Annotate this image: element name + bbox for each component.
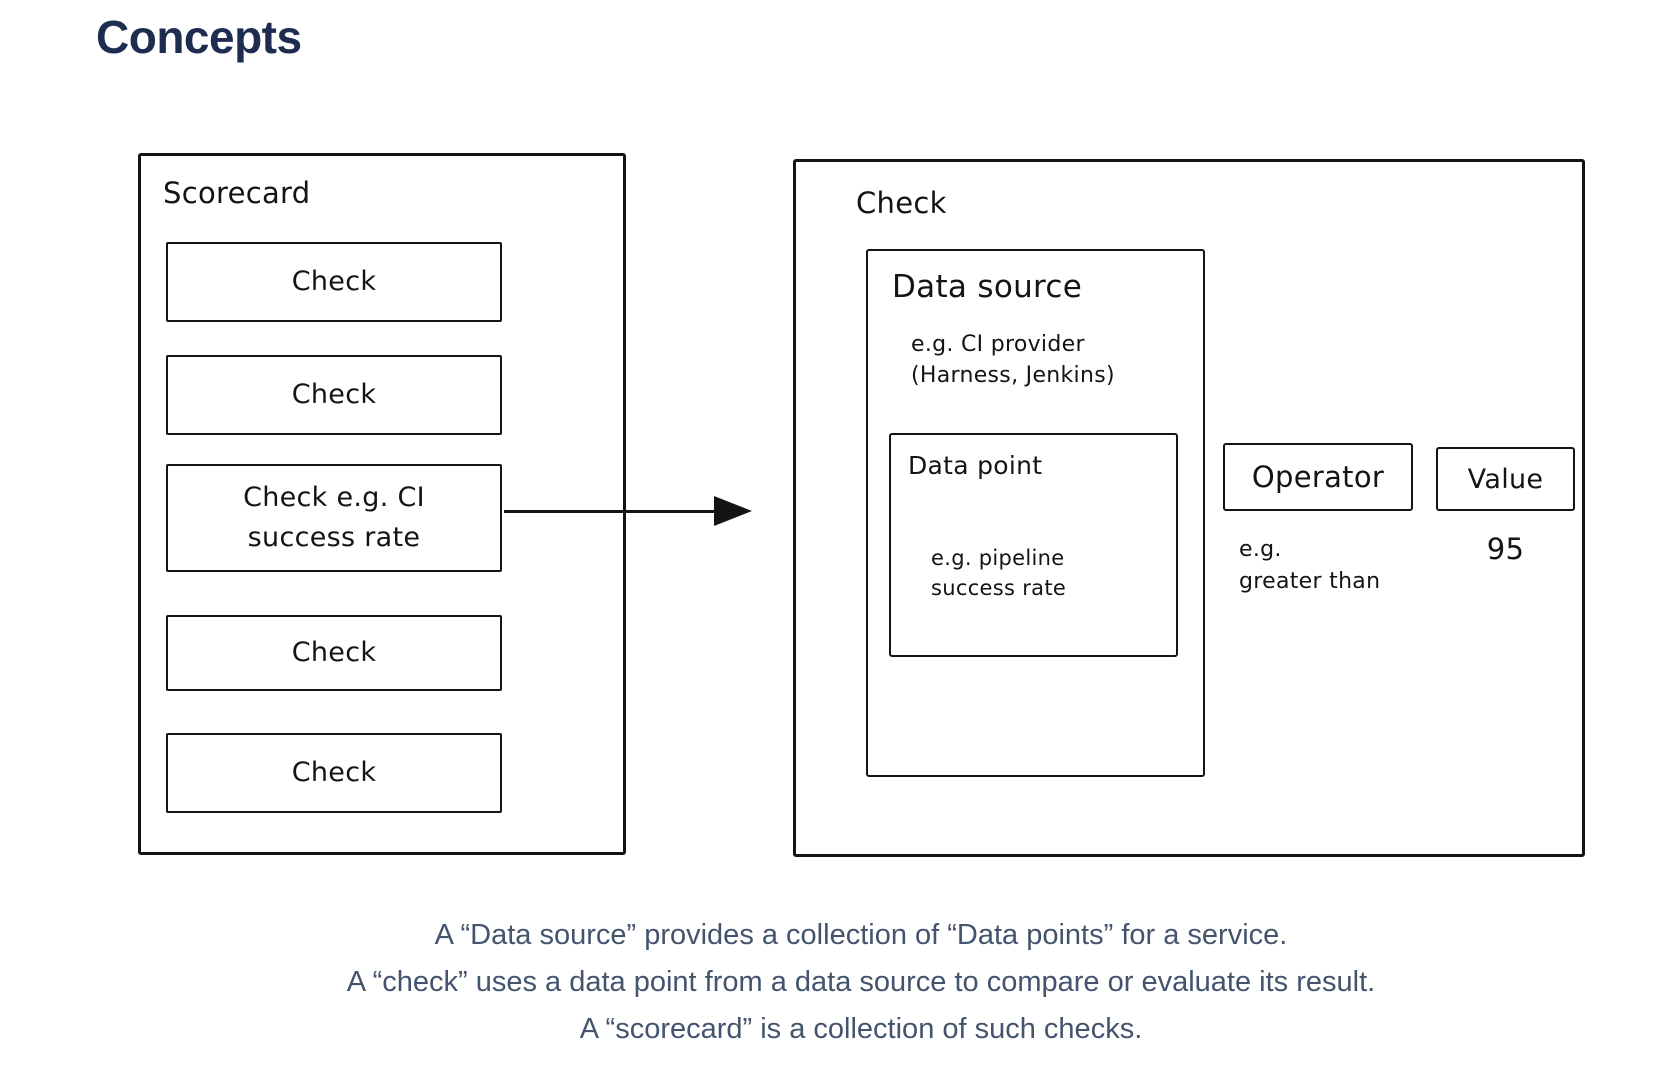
data-point-example: e.g. pipeline success rate — [931, 546, 1067, 600]
flow-arrow-head-icon — [714, 496, 752, 526]
check-item-label: Check — [291, 379, 377, 410]
value-label: Value — [1467, 463, 1544, 495]
caption-line: A “scorecard” is a collection of such ch… — [579, 1013, 1143, 1045]
data-source-example: e.g. CI provider (Harness, Jenkins) — [911, 332, 1115, 388]
check-item-ci-success-rate: Check e.g. CI success rate — [166, 464, 502, 572]
value-box: Value — [1436, 447, 1575, 511]
scorecard-box: Scorecard Check Check Check e.g. CI succ… — [138, 153, 626, 855]
data-point-label: Data point — [908, 451, 1043, 480]
operator-example: e.g. greater than — [1239, 537, 1381, 594]
data-source-box: Data source e.g. CI provider (Harness, J… — [866, 249, 1205, 777]
check-item: Check — [166, 615, 502, 691]
check-detail-box: Check Data source e.g. CI provider (Harn… — [793, 159, 1585, 857]
check-item: Check — [166, 242, 502, 322]
operator-label: Operator — [1251, 460, 1385, 494]
operator-box: Operator — [1223, 443, 1413, 511]
caption: A “Data source” provides a collection of… — [62, 912, 1660, 1053]
check-item-label: Check e.g. CI success rate — [243, 482, 425, 553]
check-item: Check — [166, 355, 502, 435]
check-item-label: Check — [291, 757, 377, 788]
data-source-label: Data source — [892, 269, 1083, 305]
data-point-box: Data point e.g. pipeline success rate — [889, 433, 1178, 657]
check-item: Check — [166, 733, 502, 813]
scorecard-label: Scorecard — [163, 176, 311, 210]
page-title: Concepts — [96, 11, 302, 63]
caption-line: A “check” uses a data point from a data … — [346, 966, 1376, 998]
caption-line: A “Data source” provides a collection of… — [434, 919, 1288, 951]
check-item-label: Check — [291, 637, 377, 668]
flow-arrow-line — [504, 510, 716, 513]
check-detail-label: Check — [856, 186, 947, 220]
value-example: 95 — [1486, 532, 1525, 566]
check-item-label: Check — [291, 266, 377, 297]
